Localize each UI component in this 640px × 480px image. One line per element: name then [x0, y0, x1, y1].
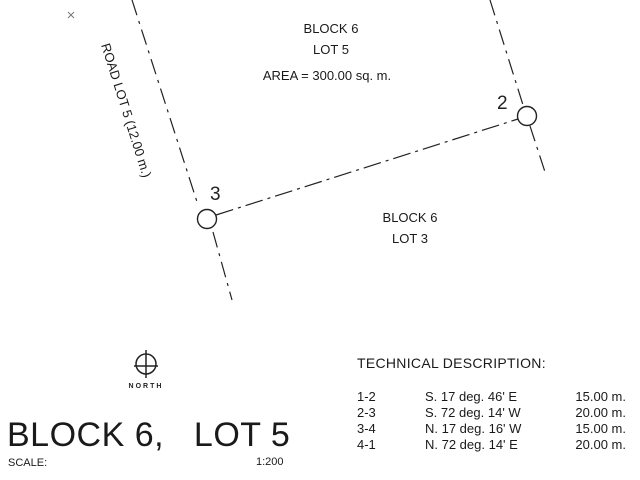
vertex-2-marker	[516, 105, 538, 127]
table-row: 2-3 S. 72 deg. 14' W 20.00 m.	[357, 405, 626, 421]
vertex-2-label: 2	[497, 93, 508, 114]
bearing-cell: N. 72 deg. 14' E	[425, 437, 518, 452]
adjacent-lot-number-label: LOT 3	[392, 231, 428, 246]
distance-cell: 15.00 m.	[575, 389, 626, 404]
technical-description-table: 1-2 S. 17 deg. 46' E 15.00 m. 2-3 S. 72 …	[357, 389, 626, 453]
technical-description-heading: TECHNICAL DESCRIPTION:	[357, 355, 546, 371]
table-row: 1-2 S. 17 deg. 46' E 15.00 m.	[357, 389, 626, 405]
line-cell: 1-2	[357, 389, 376, 404]
table-row: 4-1 N. 72 deg. 14' E 20.00 m.	[357, 437, 626, 453]
table-row: 3-4 N. 17 deg. 16' W 15.00 m.	[357, 421, 626, 437]
vertex-3-label: 3	[210, 184, 221, 205]
right-boundary-line	[489, 0, 524, 106]
lot-division-line	[215, 118, 519, 216]
line-cell: 3-4	[357, 421, 376, 436]
north-arrow-label: NORTH	[129, 383, 164, 390]
right-boundary-extension	[529, 125, 547, 176]
scale-value: 1:200	[256, 456, 284, 468]
vertex-3-marker	[196, 208, 218, 230]
line-cell: 4-1	[357, 437, 376, 452]
left-boundary-extension	[212, 231, 233, 301]
main-lot-number-label: LOT 5	[313, 42, 349, 57]
stray-mark	[67, 11, 75, 19]
north-arrow-icon: NORTH	[129, 350, 164, 390]
road-lot-label: ROAD LOT 5 (12.00 m.)	[98, 41, 154, 179]
bearing-cell: S. 17 deg. 46' E	[425, 389, 518, 404]
plan-title: BLOCK 6, LOT 5	[7, 416, 291, 454]
line-cell: 2-3	[357, 405, 376, 420]
bearing-cell: N. 17 deg. 16' W	[425, 421, 522, 436]
scale-label: SCALE:	[8, 457, 48, 469]
bearing-cell: S. 72 deg. 14' W	[425, 405, 521, 420]
main-lot-block-label: BLOCK 6	[304, 21, 359, 36]
distance-cell: 15.00 m.	[575, 421, 626, 436]
main-lot-area-label: AREA = 300.00 sq. m.	[263, 68, 391, 83]
distance-cell: 20.00 m.	[575, 405, 626, 420]
left-boundary-line	[131, 0, 199, 206]
adjacent-lot-block-label: BLOCK 6	[383, 210, 438, 225]
distance-cell: 20.00 m.	[575, 437, 626, 452]
